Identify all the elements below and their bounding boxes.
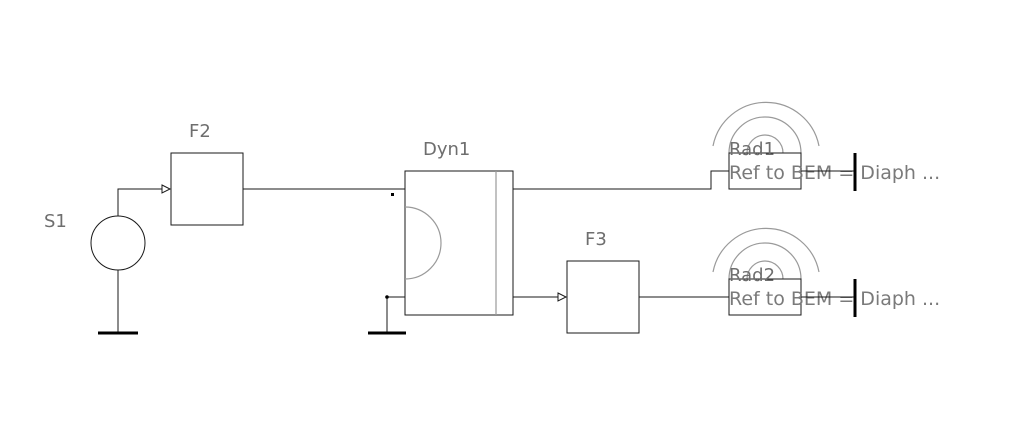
radiator-rad1-label: Rad1	[729, 139, 775, 160]
source-s1[interactable]: S1	[44, 211, 146, 271]
driver-dyn1[interactable]: Dyn1	[404, 139, 514, 316]
source-s1-symbol	[90, 215, 146, 271]
radiator-rad2-label: Rad2	[729, 265, 775, 286]
arrow-s1-f2	[161, 184, 172, 194]
radiator-rad1-ref: Ref to BEM = Diaph ...	[729, 162, 940, 184]
arrow-dyn1-f3	[557, 292, 568, 302]
junction-dot-dyn1-input	[391, 193, 394, 196]
radiator-rad2-wave-outer	[712, 227, 820, 273]
radiator-rad2-wave-middle	[728, 242, 802, 280]
radiator-rad2-box	[728, 278, 802, 316]
radiator-rad1-box	[728, 152, 802, 190]
radiator-rad1[interactable]: Rad1 Ref to BEM = Diaph ...	[712, 101, 940, 190]
radiator-rad2-ref: Ref to BEM = Diaph ...	[729, 288, 940, 310]
radiator-rad1-wave-outer	[712, 101, 820, 147]
radiator-rad1-wave-inner	[746, 134, 784, 154]
filter-f3[interactable]: F3	[566, 229, 640, 334]
junction-dot-dyn1-ground	[385, 295, 389, 299]
filter-f2-label: F2	[189, 121, 211, 142]
wire-dyn1-ground	[386, 296, 405, 333]
driver-dyn1-box	[404, 170, 514, 316]
driver-dyn1-semicircle	[404, 206, 442, 280]
filter-f3-box	[566, 260, 640, 334]
driver-dyn1-label: Dyn1	[423, 139, 470, 160]
filter-f2[interactable]: F2	[170, 121, 244, 226]
source-s1-label: S1	[44, 211, 67, 232]
filter-f2-box	[170, 152, 244, 226]
radiator-rad1-wave-middle	[728, 116, 802, 154]
radiator-rad2-wave-inner	[746, 260, 784, 280]
wire-dyn1-rad1	[513, 170, 729, 190]
radiator-rad2[interactable]: Rad2 Ref to BEM = Diaph ...	[712, 227, 940, 316]
wire-s1-f2	[117, 188, 164, 216]
filter-f3-label: F3	[585, 229, 607, 250]
